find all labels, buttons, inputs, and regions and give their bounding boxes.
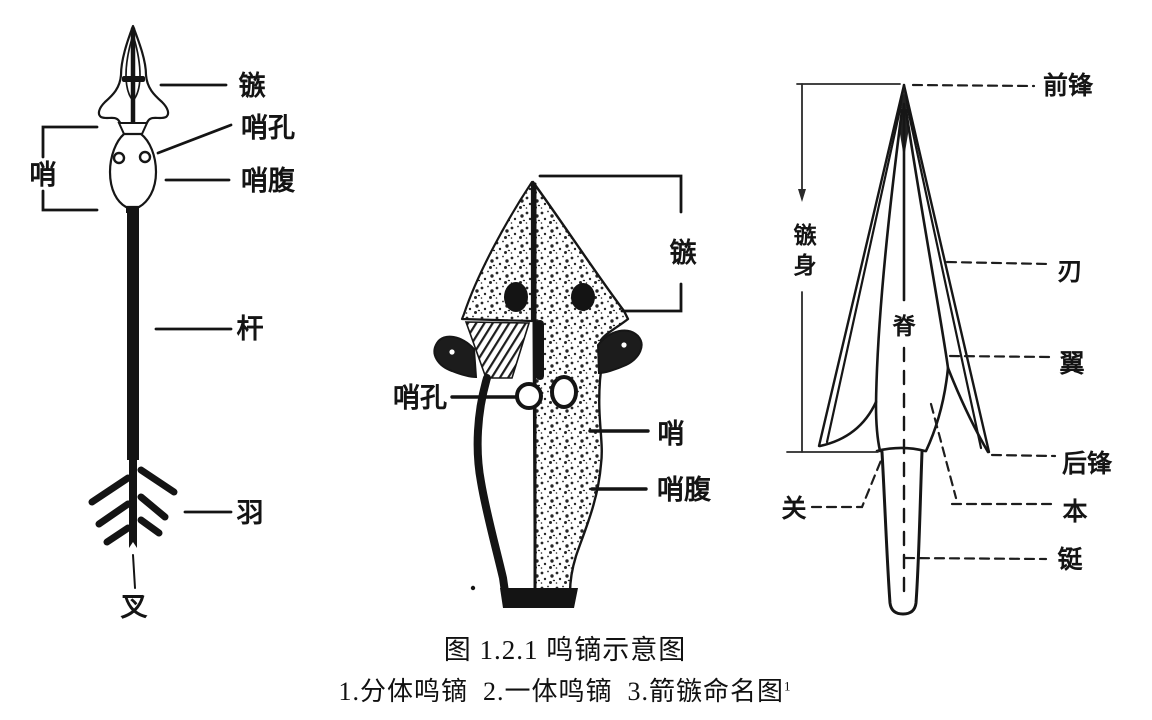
arrowhead-inner-line-left: [125, 37, 133, 99]
label-gan: 杆: [237, 314, 264, 344]
subcaption-text: 1.分体鸣镝 2.一体鸣镝 3.箭镞命名图: [338, 677, 784, 706]
wing-curve-left: [818, 400, 878, 448]
label-ting: 铤: [1057, 545, 1083, 574]
body-left-wall: [473, 374, 509, 596]
label-shaofu: 哨腹: [657, 475, 712, 505]
label-ben: 本: [1062, 498, 1087, 526]
stray-dot: [470, 585, 476, 591]
whistle-hole-left: [515, 382, 543, 410]
leader-yi: [948, 354, 1054, 359]
figure-subcaption: 1.分体鸣镝 2.一体鸣镝 3.箭镞命名图1: [0, 671, 1130, 708]
label-zushen-top: 镞: [794, 222, 818, 248]
label-shao: 哨: [658, 419, 685, 449]
zu-bracket-bottom: [620, 282, 683, 313]
body-shoulder-line: [875, 446, 927, 453]
zushen-measure: [786, 83, 901, 453]
blade-right-inner: [903, 94, 983, 450]
label-yi: 翼: [1058, 351, 1084, 378]
arrowhead-dark-band: [122, 76, 145, 82]
label-zu: 镞: [670, 237, 698, 268]
barb-speck-2: [621, 342, 627, 348]
body-edge-left: [874, 108, 904, 453]
label-cha: 叉: [120, 592, 148, 622]
footnote-marker: 1: [784, 678, 792, 694]
leader-qianfeng: [911, 83, 1036, 88]
blade-right-outer: [902, 83, 991, 454]
label-ji: 脊: [892, 313, 917, 339]
shao-bracket-bottom: [41, 189, 99, 212]
label-zushen-bottom: 身: [794, 252, 817, 278]
leader-houfeng: [990, 453, 1057, 458]
label-qianfeng: 前锋: [1043, 71, 1094, 100]
cross-section-hatch: [464, 321, 531, 379]
leader-ren: [945, 260, 1050, 266]
diagram-arrowhead-nomenclature: 前锋 刃 翼 后锋 本 铤 关 脊 镞 身: [781, 71, 1113, 616]
label-yu: 羽: [237, 498, 264, 528]
label-shaokong: 哨孔: [393, 383, 447, 413]
figure-caption: 图 1.2.1 鸣镝示意图: [443, 635, 687, 665]
blade-left-inner: [825, 94, 905, 444]
label-zu: 镞: [239, 70, 267, 101]
head-hole-left: [504, 282, 528, 312]
label-shaofu: 哨腹: [241, 166, 296, 196]
blade-left-outer: [817, 83, 906, 448]
label-ren: 刃: [1057, 259, 1082, 286]
body-right-stippled: [531, 180, 630, 595]
wing-curve-right: [946, 366, 990, 454]
leader-guan: [810, 456, 884, 509]
zu-bracket-top: [538, 174, 683, 214]
diagram-split-whistling-arrow: 镞 哨孔 哨腹 杆 羽 叉 哨: [30, 24, 296, 622]
barb-speck-1: [449, 349, 455, 355]
tang-outline: [880, 450, 924, 616]
arrow-shaft: [127, 213, 139, 548]
leader-ben: [929, 402, 1058, 506]
label-houfeng: 后锋: [1062, 449, 1113, 478]
whistle-hole-right: [138, 150, 152, 164]
shao-bracket-top: [41, 125, 99, 159]
socket-neck: [117, 122, 149, 135]
arrowhead-inner-line-right: [133, 37, 141, 99]
leader-cha: [132, 554, 136, 589]
fletching: [88, 466, 178, 546]
label-shaokong: 哨孔: [241, 113, 295, 143]
leader-ting: [903, 556, 1048, 561]
whistle-bulb: [108, 132, 158, 209]
barb-right: [596, 329, 643, 375]
leader-shaokong: [156, 123, 233, 155]
label-shao: 哨: [30, 160, 57, 190]
whistle-hole-right: [550, 375, 578, 409]
bulb-stem: [126, 206, 139, 213]
diagram-one-piece-whistling-arrow: 哨孔 镞 哨 哨腹: [393, 174, 712, 608]
base-band: [500, 588, 578, 608]
measure-arrowhead: [798, 189, 806, 202]
label-guan: 关: [781, 495, 806, 523]
barb-left: [433, 335, 478, 379]
head-hole-right: [571, 283, 595, 311]
body-edge-right: [904, 108, 950, 453]
whistle-hole-left: [112, 151, 126, 165]
